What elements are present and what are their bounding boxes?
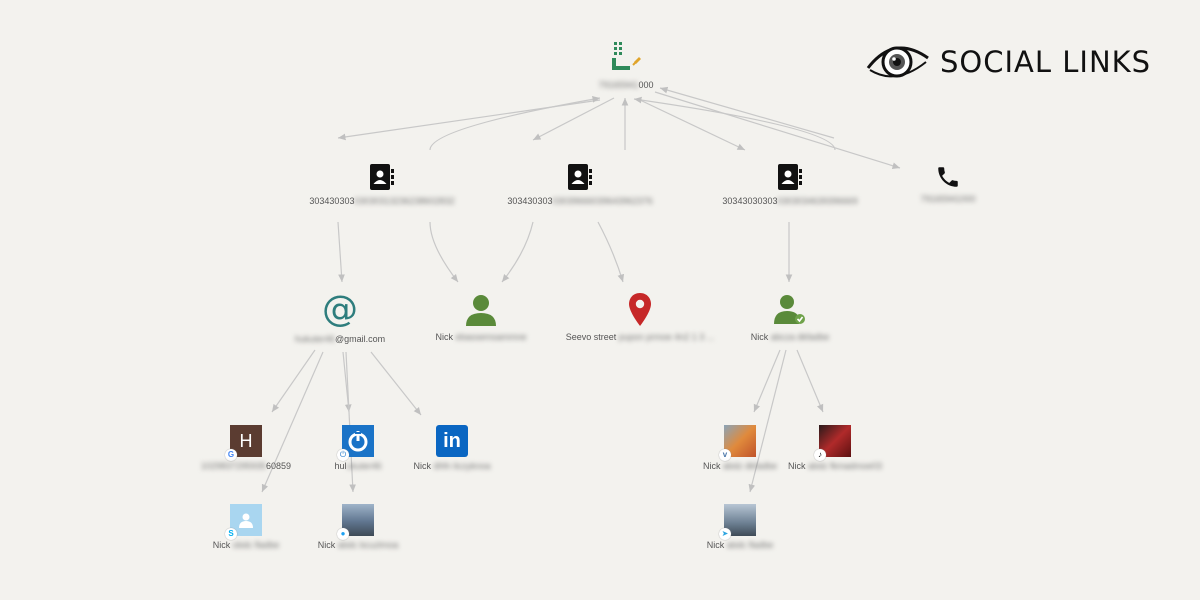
location-label: Seevo street pupon prmoe 4n2 1 3 ... xyxy=(565,332,715,342)
edge xyxy=(345,351,356,493)
contact-book-node[interactable]: 30343030303039666039643962376 xyxy=(500,162,660,206)
edge xyxy=(639,99,746,151)
edge xyxy=(753,349,781,413)
person-found-node[interactable]: Nick abcza dkfadbe xyxy=(710,292,870,342)
google-account-node[interactable]: H G 102983729593560859 xyxy=(166,425,326,471)
service-badge-icon: ⏻ xyxy=(337,449,349,461)
contact-book-node[interactable]: 303430303030303034639396669 xyxy=(710,162,870,206)
telegram-account-label: Nick abdc fladbe xyxy=(706,540,774,550)
edge xyxy=(261,351,324,493)
tiktok-account-label: Nick abdz fkmadmoe03 xyxy=(787,461,883,471)
account-avatar: H G xyxy=(225,425,262,461)
brand-name: SOCIAL LINKS xyxy=(940,45,1152,79)
vk-account-label: Nick abdz dkfadbe xyxy=(702,461,778,471)
person-icon xyxy=(466,295,496,326)
edge xyxy=(659,86,835,139)
phone-keypad-pin-icon xyxy=(612,42,641,70)
person-found-label: Nick abcza dkfadbe xyxy=(750,332,830,342)
phone-label: 79165941000 xyxy=(920,194,976,204)
telegram-account-node[interactable]: ➤ Nick abdc fladbe xyxy=(660,504,820,550)
edge xyxy=(654,91,901,169)
contact-book-icon xyxy=(568,164,592,190)
twitter-account-label: Nick abdc bcuzlmoa xyxy=(317,540,399,550)
tiktok-icon: ♪ xyxy=(814,449,826,461)
contact-book-label: 30343030303030313236238602832 xyxy=(309,196,455,206)
person-label: Nick ebassemsammne xyxy=(435,332,527,342)
service-account-label: hulukuter46 xyxy=(334,461,382,471)
account-avatar: v xyxy=(719,425,756,461)
skype-account-node[interactable]: S Nick obdc fladbe xyxy=(166,504,326,550)
linkedin-account-node[interactable]: in Nick dhfn liczyknoa xyxy=(372,425,532,471)
root-label: 79165941000 xyxy=(598,80,654,90)
google-account-label: 102983729593560859 xyxy=(200,461,292,471)
account-avatar: ♪ xyxy=(814,425,851,461)
edge xyxy=(370,351,422,416)
vk-account-node[interactable]: v Nick abdz dkfadbe xyxy=(660,425,820,471)
account-avatar: S xyxy=(225,504,262,540)
edge xyxy=(501,221,534,283)
linkedin-account-label: Nick dhfn liczyknoa xyxy=(413,461,491,471)
contact-book-label: 303430303030303034639396669 xyxy=(722,196,858,206)
edge xyxy=(337,221,345,283)
twitter-icon: ● xyxy=(337,528,349,540)
account-avatar: ➤ xyxy=(719,504,756,540)
contact-book-icon xyxy=(778,164,802,190)
power-icon xyxy=(348,431,368,452)
person-node[interactable]: Nick ebassemsammne xyxy=(401,292,561,342)
svg-text:@: @ xyxy=(322,290,358,330)
google-icon: G xyxy=(225,449,237,461)
location-node[interactable]: Seevo street pupon prmoe 4n2 1 3 ... xyxy=(560,292,720,342)
map-pin-icon xyxy=(629,293,651,326)
contact-book-node[interactable]: 30343030303030313236238602832 xyxy=(302,162,462,206)
at-sign-icon: @ xyxy=(322,290,358,330)
edge xyxy=(429,96,601,151)
root-phone-node[interactable]: 79165941000 xyxy=(546,40,706,90)
linkedin-icon: in xyxy=(436,425,468,457)
edge xyxy=(429,221,459,283)
twitter-account-node[interactable]: ● Nick abdc bcuzlmoa xyxy=(278,504,438,550)
account-avatar: ● xyxy=(337,504,374,540)
email-label: hukuter46@gmail.com xyxy=(294,334,386,344)
contact-book-icon xyxy=(370,164,394,190)
account-avatar: ⏻ xyxy=(337,425,374,461)
brand-logo: SOCIAL LINKS xyxy=(866,40,1151,84)
contact-book-label: 30343030303039666039643962376 xyxy=(507,196,653,206)
phone-icon xyxy=(938,167,958,187)
phone-node[interactable]: 79165941000 xyxy=(868,164,1028,204)
vk-icon: v xyxy=(719,449,731,461)
telegram-icon: ➤ xyxy=(719,528,731,540)
edge xyxy=(597,221,625,283)
default-avatar-icon xyxy=(239,513,253,528)
skype-account-label: Nick obdc fladbe xyxy=(212,540,280,550)
tiktok-account-node[interactable]: ♪ Nick abdz fkmadmoe03 xyxy=(755,425,915,471)
edge xyxy=(633,96,836,151)
eye-logo-icon xyxy=(866,46,929,78)
email-node[interactable]: @ hukuter46@gmail.com xyxy=(260,290,420,344)
edge xyxy=(532,97,615,141)
edge xyxy=(271,349,316,413)
edge xyxy=(796,349,824,413)
skype-icon: S xyxy=(225,528,237,540)
person-verified-icon xyxy=(774,295,805,324)
edge xyxy=(748,349,787,493)
power-service-account-node[interactable]: ⏻ hulukuter46 xyxy=(278,425,438,471)
